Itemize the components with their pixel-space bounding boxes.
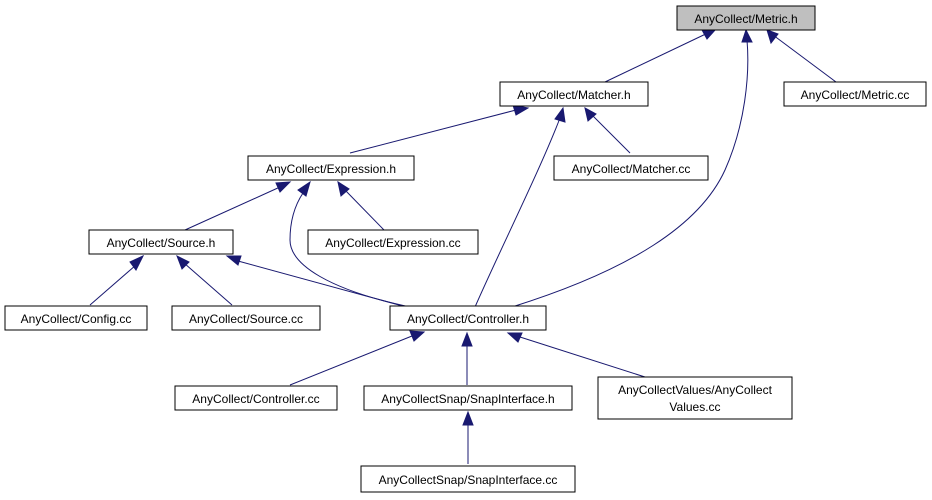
node-expression-cc[interactable]: AnyCollect/Expression.cc (307, 229, 479, 255)
edge-source-cc-to-source-h (176, 254, 233, 306)
node-source-h[interactable]: AnyCollect/Source.h (88, 229, 234, 255)
node-expression-h[interactable]: AnyCollect/Expression.h (247, 155, 415, 181)
node-label-line1: AnyCollectValues/AnyCollect (618, 383, 773, 397)
node-snapinterface-cc[interactable]: AnyCollectSnap/SnapInterface.cc (360, 465, 576, 493)
node-label: AnyCollectSnap/SnapInterface.h (381, 392, 554, 406)
edge-controller-h-to-expression-h (289, 180, 411, 308)
edge-snapinterface-h-to-controller-h (461, 331, 473, 385)
edge-controller-h-to-source-h (225, 255, 411, 309)
node-label: AnyCollectSnap/SnapInterface.cc (379, 473, 558, 487)
node-label: AnyCollect/Expression.cc (325, 236, 460, 250)
node-label: AnyCollect/Matcher.h (517, 88, 630, 102)
edge-controller-h-to-matcher-h (474, 106, 566, 308)
node-metric-cc[interactable]: AnyCollect/Metric.cc (783, 81, 927, 107)
node-config-cc[interactable]: AnyCollect/Config.cc (4, 305, 148, 331)
node-label: AnyCollect/Matcher.cc (572, 162, 691, 176)
edge-metric-cc-to-metric-h (766, 29, 837, 83)
edge-matcher-cc-to-matcher-h (584, 107, 631, 154)
node-metric-h[interactable]: AnyCollect/Metric.h (676, 5, 816, 31)
edge-expression-cc-to-expression-h (337, 180, 385, 231)
node-label: AnyCollect/Source.h (107, 236, 216, 250)
node-label: AnyCollect/Source.cc (189, 312, 303, 326)
edge-source-h-to-expression-h (184, 181, 292, 231)
edge-matcher-h-to-metric-h (604, 28, 718, 83)
node-matcher-h[interactable]: AnyCollect/Matcher.h (499, 81, 649, 107)
edge-controller-h-to-metric-h (511, 28, 753, 308)
node-values-cc[interactable]: AnyCollectValues/AnyCollect Values.cc (597, 376, 793, 420)
node-label: AnyCollect/Controller.cc (192, 392, 319, 406)
edge-values-cc-to-controller-h (506, 332, 646, 378)
node-controller-h[interactable]: AnyCollect/Controller.h (389, 305, 547, 331)
node-source-cc[interactable]: AnyCollect/Source.cc (171, 305, 321, 331)
node-label: AnyCollect/Expression.h (266, 162, 396, 176)
edge-snapinterface-cc-to-snapinterface-h (462, 410, 474, 464)
node-controller-cc[interactable]: AnyCollect/Controller.cc (174, 385, 338, 411)
edge-config-cc-to-source-h (89, 254, 145, 306)
node-label: AnyCollect/Metric.h (694, 12, 797, 26)
node-matcher-cc[interactable]: AnyCollect/Matcher.cc (553, 155, 709, 181)
node-snapinterface-h[interactable]: AnyCollectSnap/SnapInterface.h (363, 385, 573, 411)
edge-controller-cc-to-controller-h (289, 330, 426, 386)
edge-expression-h-to-matcher-h (349, 104, 530, 154)
node-label: AnyCollect/Config.cc (21, 312, 132, 326)
node-label-line2: Values.cc (669, 400, 720, 414)
node-label: AnyCollect/Metric.cc (801, 88, 910, 102)
node-label: AnyCollect/Controller.h (407, 312, 529, 326)
